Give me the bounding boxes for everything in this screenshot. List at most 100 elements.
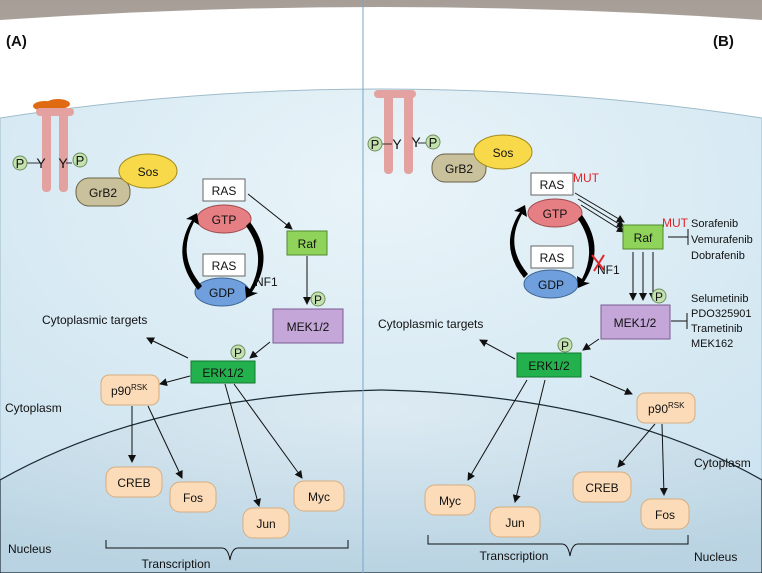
p90rsk-node	[100, 374, 160, 406]
p90rsk-label: p90RSK	[111, 383, 148, 398]
ras-top-label: RAS	[540, 178, 565, 192]
erk-label: ERK1/2	[202, 366, 244, 380]
erk-to-myc-arrow	[233, 383, 303, 479]
raf-label: Raf	[298, 237, 317, 251]
grb2-label: GrB2	[445, 162, 473, 176]
panel-a-label: (A)	[6, 33, 27, 50]
erk-phospho	[557, 337, 573, 353]
fos-node	[640, 498, 690, 530]
cytoplasmic-targets-label: Cytoplasmic targets	[42, 313, 147, 327]
myc-label: Myc	[439, 494, 461, 508]
sos-label: Sos	[493, 146, 514, 160]
raf-label: Raf	[634, 231, 653, 245]
erk-to-p90-arrow	[159, 375, 191, 387]
erk-phospho-label: P	[561, 339, 569, 353]
ras-bottom-node	[530, 245, 574, 269]
creb-label: CREB	[585, 481, 618, 495]
raf-inhibitor-2: Vemurafenib	[691, 234, 753, 246]
raf-node	[286, 230, 328, 256]
p90-to-fos-arrow	[147, 405, 183, 479]
panel-b: (B) P Y Y P GrB2 Sos RAS MUT GTP RAS	[367, 33, 753, 564]
phospho-right-label: P	[76, 153, 85, 168]
erk-to-cytoplasmic-arrow	[479, 339, 516, 360]
raf-mutation-label: MUT	[662, 216, 689, 230]
transcription-label: Transcription	[480, 549, 549, 563]
phospho-right	[425, 134, 441, 150]
p90-to-creb-arrow	[617, 423, 656, 468]
panel-b-receptor: P Y Y P GrB2 Sos	[367, 90, 533, 183]
jun-node	[242, 507, 290, 539]
cytoplasm-label: Cytoplasm	[694, 456, 751, 470]
ras-top-node	[530, 172, 574, 196]
erk-to-jun-arrow	[224, 383, 261, 507]
nf1-label: NF1	[255, 275, 278, 289]
erk-node	[516, 352, 582, 378]
tyrosine-right-label: Y	[411, 134, 421, 150]
mek-to-erk-arrow	[249, 341, 271, 359]
ligand-right	[46, 99, 70, 109]
mek-to-erk-arrow	[582, 338, 600, 351]
cytoplasmic-targets-label: Cytoplasmic targets	[378, 317, 483, 331]
gtp-to-gdp-arrow	[577, 215, 595, 288]
receptor-chain-right	[59, 112, 68, 192]
p90rsk-node	[636, 392, 696, 424]
sos-label: Sos	[138, 165, 159, 179]
panel-b-label: (B)	[713, 33, 734, 50]
jun-label: Jun	[256, 517, 275, 531]
erk-node	[190, 360, 256, 384]
grb2-node	[431, 153, 487, 183]
phospho-left	[367, 136, 383, 152]
nf1-block-mark-2	[593, 254, 605, 272]
nucleus-region	[0, 389, 762, 573]
erk-label: ERK1/2	[528, 359, 570, 373]
transcription-brace	[105, 540, 349, 561]
phospho-right-label: P	[429, 135, 438, 150]
erk-phospho	[230, 344, 246, 360]
erk-to-cytoplasmic-arrow	[146, 337, 189, 359]
nf1-label: NF1	[597, 263, 620, 277]
myc-node	[424, 484, 476, 516]
fos-label: Fos	[655, 508, 675, 522]
mek-label: MEK1/2	[614, 316, 657, 330]
ras-to-raf-arrow	[247, 193, 293, 230]
jun-node	[489, 506, 541, 538]
ras-to-raf-arrow-2	[577, 198, 625, 228]
gdp-label: GDP	[209, 286, 235, 300]
mek-inhibitor-4: MEK162	[691, 338, 733, 350]
gdp-to-gtp-arrow	[509, 205, 528, 278]
raf-inhibitor-1: Sorafenib	[691, 218, 738, 230]
receptor-chain-left	[384, 94, 393, 174]
phospho-left	[12, 155, 28, 171]
cytoplasm-label: Cytoplasm	[5, 401, 62, 415]
ras-top-label: RAS	[212, 184, 237, 198]
gtp-node	[527, 198, 583, 228]
myc-label: Myc	[308, 490, 330, 504]
raf-node	[622, 224, 664, 250]
phospho-left-label: P	[16, 156, 25, 171]
mek-inhibitor-1: Selumetinib	[691, 293, 748, 305]
myc-node	[293, 480, 345, 512]
sos-node	[118, 153, 178, 189]
fos-node	[169, 481, 217, 513]
tyrosine-right-label: Y	[58, 155, 68, 171]
mek-node	[272, 308, 344, 344]
phospho-left-label: P	[371, 137, 380, 152]
mek-label: MEK1/2	[287, 320, 330, 334]
gdp-label: GDP	[538, 278, 564, 292]
gdp-to-gtp-arrow	[182, 213, 202, 290]
ras-bottom-label: RAS	[212, 259, 237, 273]
p90rsk-label: p90RSK	[648, 401, 685, 416]
mek-inhibitor-3: Trametinib	[691, 323, 743, 335]
p90-to-fos-arrow	[659, 423, 668, 496]
mek-phospho	[310, 291, 326, 307]
fos-label: Fos	[183, 491, 203, 505]
tyrosine-left-label: Y	[392, 136, 402, 152]
panel-a: (A) P Y Y P GrB2 Sos RAS GTP RA	[5, 33, 349, 571]
mek-node	[600, 304, 671, 340]
nucleus-label: Nucleus	[8, 542, 51, 556]
phospho-right	[72, 152, 88, 168]
gtp-to-gdp-arrow	[245, 222, 264, 298]
mek-inhibitor-2: PDO325901	[691, 308, 752, 320]
nucleus-label: Nucleus	[694, 550, 737, 564]
